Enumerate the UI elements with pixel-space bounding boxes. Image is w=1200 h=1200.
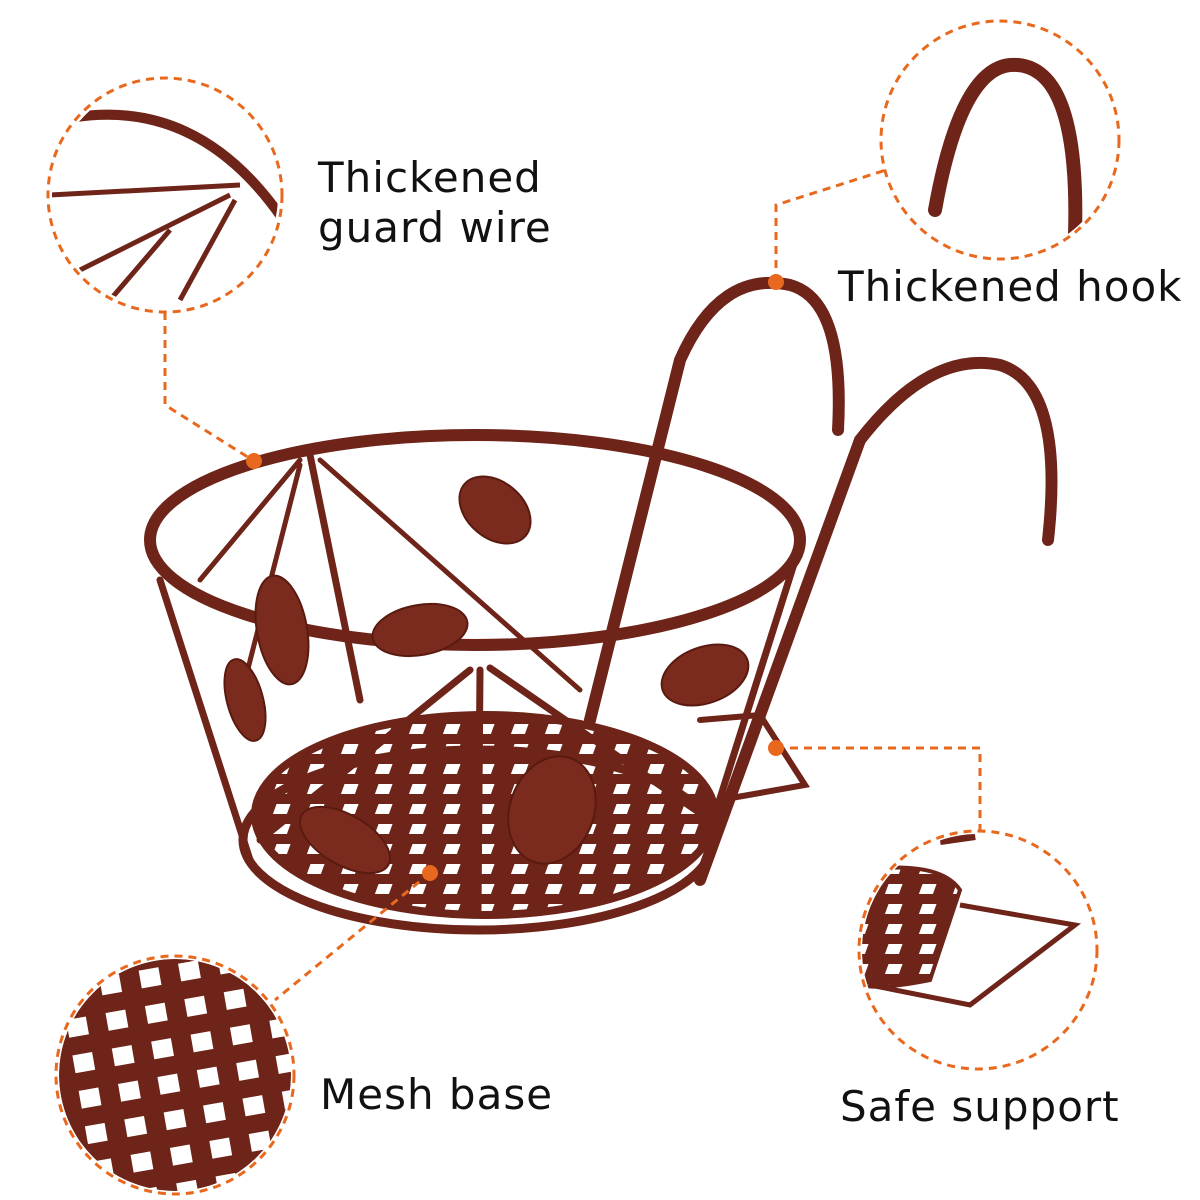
label-support: Safe support: [840, 1082, 1120, 1131]
basket: [144, 276, 1058, 935]
label-guard-wire-line2: guard wire: [318, 203, 552, 252]
callout-dots: [246, 274, 784, 881]
detail-guard-wire: [52, 109, 278, 302]
hook-right: [694, 356, 1058, 886]
label-guard-wire-line1: Thickened: [318, 153, 542, 202]
hook-left: [584, 276, 845, 726]
guard-wire-rim: [144, 429, 806, 651]
detail-mesh: [59, 959, 291, 1191]
label-mesh-base: Mesh base: [320, 1070, 554, 1119]
label-hook: Thickened hook: [838, 262, 1183, 311]
detail-hook: [928, 57, 1083, 242]
detail-support: [862, 834, 1082, 1008]
label-guard-wire: Thickened guard wire: [318, 153, 552, 253]
callout-lines: [46, 19, 1121, 1196]
